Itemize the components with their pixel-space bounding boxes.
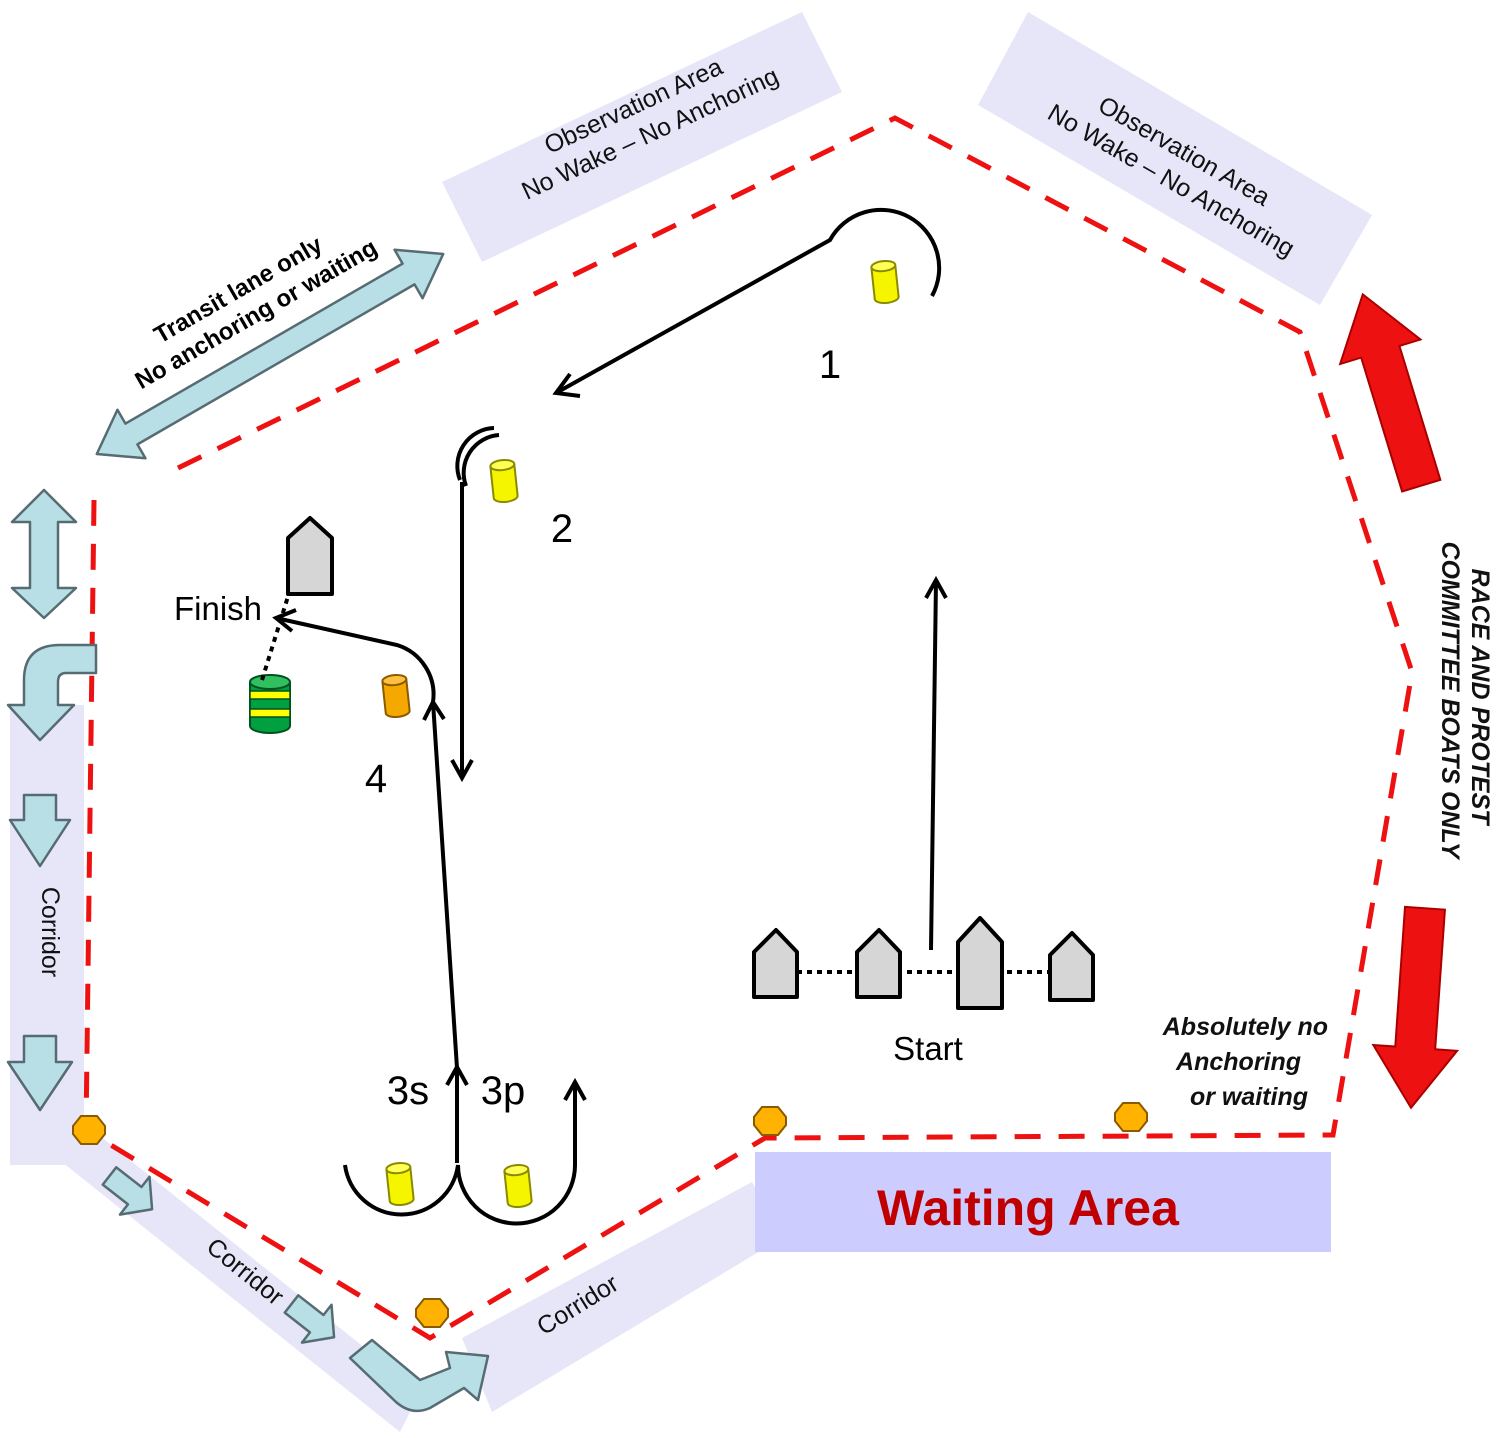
rounding-mark2 [455, 426, 500, 487]
mark-3s-number: 3s [387, 1069, 429, 1113]
start-boat [1048, 931, 1095, 1002]
diagonal-arrow-icon [283, 1294, 336, 1344]
start-boat [752, 928, 799, 999]
mark-4-number: 4 [365, 757, 387, 801]
committee-up-arrow [1338, 292, 1442, 493]
start-upwind-leg [924, 575, 948, 951]
rounding-mark4-to-finish [272, 608, 436, 703]
finish-boat [286, 516, 334, 596]
waiting-area: Waiting Area [755, 1152, 1331, 1252]
finish-line [260, 589, 292, 681]
down-arrow-icon [8, 793, 72, 868]
up-down-arrow-icon [10, 488, 78, 620]
observation-area-left: Observation Area No Wake – No Anchoring [442, 12, 842, 262]
course-boundary [83, 115, 1415, 1341]
no-anchoring-note: Absolutely no Anchoring or waiting [1162, 1013, 1335, 1111]
mark-1-number: 1 [819, 343, 841, 387]
mark-3p-buoy [502, 1162, 534, 1210]
mark-2-buoy [488, 457, 520, 505]
no-anchoring-line2: Anchoring [1175, 1048, 1301, 1076]
committee-buoy [753, 1106, 787, 1136]
committee-label-line2: COMMITTEE BOATS ONLY [1436, 541, 1464, 860]
mark-1-buoy [869, 258, 901, 306]
corridor-left-label: Corridor [36, 887, 64, 977]
turn-down-arrow-icon [6, 643, 98, 742]
turn-up-arrow-icon [348, 1338, 490, 1413]
leg-gate-to-mark4 [422, 697, 459, 1069]
start-boat [855, 928, 902, 999]
leg-mark1-to-mark2 [552, 207, 942, 398]
committee-buoy [415, 1298, 449, 1328]
corridor-bottom-right: Corridor [462, 1182, 782, 1412]
gate-3s-3p-rounding [343, 1062, 587, 1226]
mark-4-buoy [380, 672, 412, 720]
corridor-bottom-left: Corridor [22, 1112, 420, 1432]
waiting-area-label: Waiting Area [877, 1180, 1180, 1236]
mark-3s-buoy [384, 1160, 416, 1208]
observation-area-right: Observation Area No Wake – No Anchoring [978, 12, 1372, 305]
committee-down-arrow [1371, 905, 1460, 1110]
start-boat [956, 916, 1004, 1010]
committee-label: RACE AND PROTEST COMMITTEE BOATS ONLY [1436, 541, 1494, 860]
no-anchoring-line3: or waiting [1190, 1083, 1308, 1111]
no-anchoring-line1: Absolutely no [1162, 1013, 1328, 1041]
mark-2-number: 2 [551, 507, 573, 551]
diagonal-arrow-icon [101, 1166, 154, 1216]
down-arrow-icon [6, 1034, 74, 1112]
committee-buoy [72, 1115, 106, 1145]
start-label: Start [893, 1030, 963, 1067]
finish-label: Finish [174, 590, 262, 627]
committee-label-line1: RACE AND PROTEST [1466, 569, 1494, 828]
transit-lane-arrow [95, 248, 445, 460]
finish-buoy [249, 674, 291, 734]
mark-3p-number: 3p [481, 1069, 526, 1113]
leg-mark2-to-gate [450, 482, 474, 783]
committee-buoy [1114, 1102, 1148, 1132]
